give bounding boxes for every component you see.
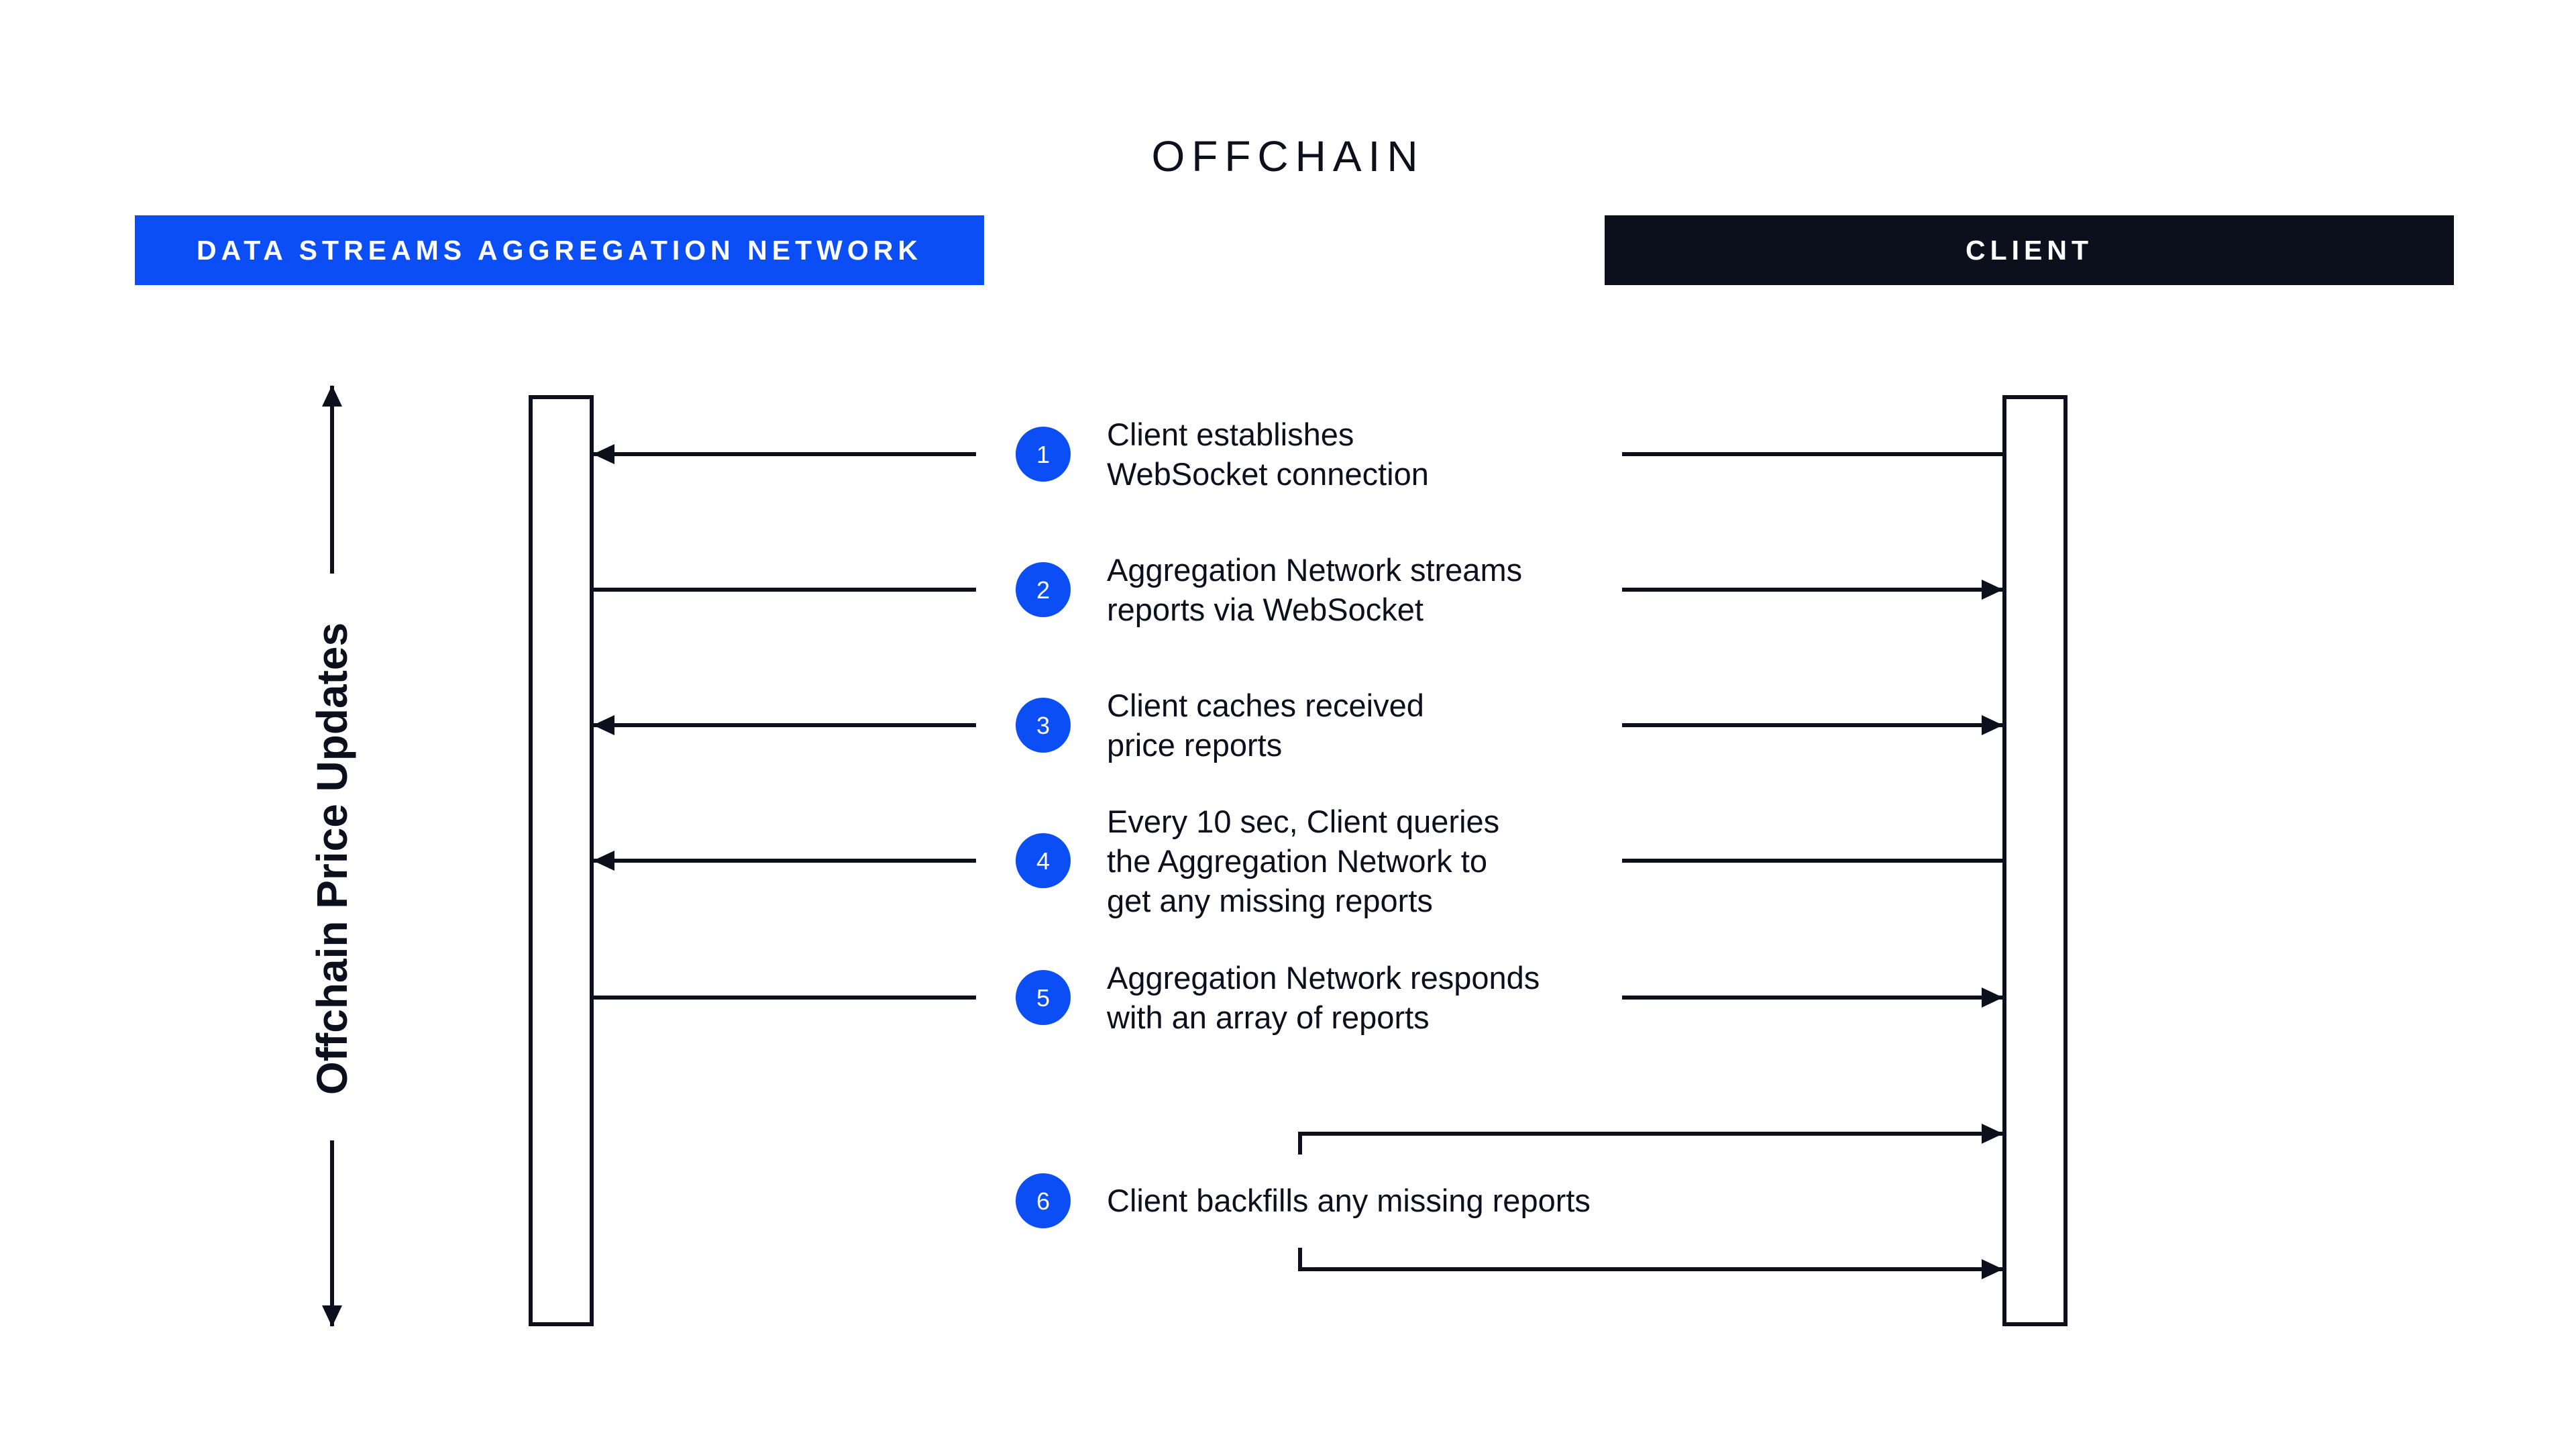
step-6-badge: 6 [1016, 1173, 1071, 1228]
step-1-text: Client establishes WebSocket connection [1107, 417, 1429, 492]
step-5-text: Aggregation Network responds with an arr… [1107, 960, 1540, 1035]
network-header-label: DATA STREAMS AGGREGATION NETWORK [197, 234, 922, 266]
step-6-upper-arrow [1298, 1124, 2003, 1155]
step-6-number: 6 [1036, 1187, 1050, 1215]
diagram-title: OFFCHAIN [1151, 132, 1425, 180]
step-3-number: 3 [1036, 712, 1050, 739]
step-4-text: Every 10 sec, Client queries the Aggrega… [1107, 804, 1500, 918]
step-3-badge: 3 [1016, 698, 1071, 753]
network-lifeline [529, 395, 594, 1326]
client-lifeline [2002, 395, 2068, 1326]
step-2-badge: 2 [1016, 562, 1071, 617]
step-5-number: 5 [1036, 984, 1050, 1012]
client-header-label: CLIENT [1965, 234, 2094, 266]
step-6-text: Client backfills any missing reports [1107, 1183, 1591, 1218]
step-4-number: 4 [1036, 847, 1050, 875]
network-header: DATA STREAMS AGGREGATION NETWORK [135, 215, 984, 285]
step-1-badge: 1 [1016, 427, 1071, 482]
step-5-badge: 5 [1016, 970, 1071, 1025]
step-3-text: Client caches received price reports [1107, 688, 1424, 763]
vertical-axis-label: Offchain Price Updates [308, 622, 356, 1095]
step-6-lower-arrow [1298, 1248, 2003, 1279]
step-1-number: 1 [1036, 441, 1050, 468]
client-header: CLIENT [1605, 215, 2454, 285]
step-4-badge: 4 [1016, 833, 1071, 888]
step-2-number: 2 [1036, 576, 1050, 604]
step-2-text: Aggregation Network streams reports via … [1107, 552, 1523, 627]
